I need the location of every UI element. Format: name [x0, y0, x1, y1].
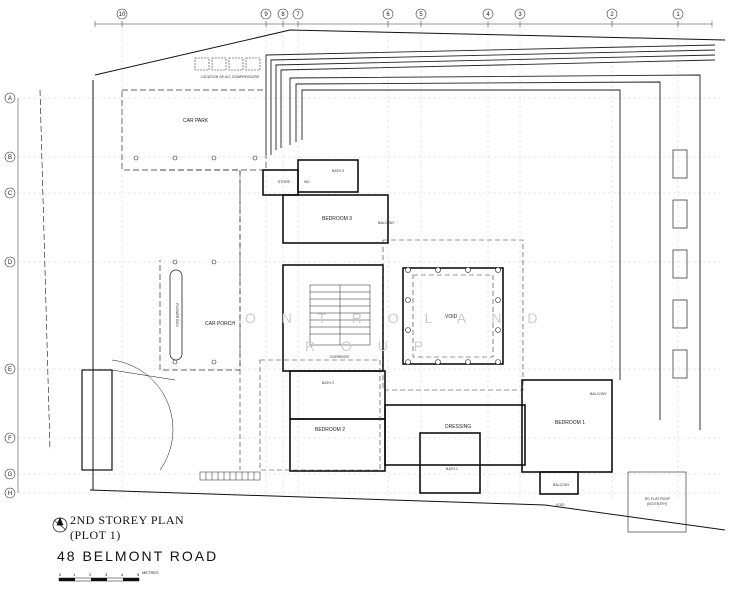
bedroom3-label: BEDROOM 3: [322, 216, 352, 222]
watermark-line2: R O U P: [305, 338, 435, 354]
grid-col-8: 8: [281, 12, 285, 18]
bath3-label: BATH 3: [332, 169, 344, 173]
grid-col-3: 3: [518, 12, 522, 18]
bath2-label: BATH 2: [322, 381, 334, 385]
grid-row-h: H: [8, 491, 12, 497]
entrance-tower: [81, 359, 176, 471]
grid-col-4: 4: [486, 12, 490, 18]
compass-icon: [52, 517, 68, 533]
flower-box-label: FLOWER BOX: [175, 303, 179, 327]
building-walls: [262, 159, 613, 495]
car-park-label: CAR PARK: [183, 118, 209, 124]
flower-box: [169, 269, 183, 361]
dressing-label: DRESSING: [445, 424, 471, 430]
bedroom1-label: BEDROOM 1: [555, 420, 585, 426]
balcony-bottom-label: BALCONY: [553, 483, 570, 487]
wc-label: WC: [304, 180, 310, 184]
address: 48 BELMONT ROAD: [57, 548, 219, 564]
row-grid-markers: [4, 92, 16, 499]
grid-row-b: B: [8, 155, 12, 161]
scale-tick-3: 3: [105, 572, 108, 577]
grid-col-1: 1: [676, 12, 680, 18]
grid-col-2: 2: [610, 12, 614, 18]
grid-row-a: A: [8, 96, 12, 102]
bedroom2-label: BEDROOM 2: [315, 427, 345, 433]
scale-tick-2: 2: [89, 572, 92, 577]
balcony-right-label: BALCONY: [590, 392, 607, 396]
void-columns: [405, 267, 501, 365]
roof-bays: [672, 149, 688, 379]
flat-roof-label: RC FLAT ROOF: [645, 497, 670, 501]
grid-lines: [18, 20, 720, 500]
ac-compressors: [194, 57, 261, 71]
store-label: STORE: [278, 180, 291, 184]
grid-col-6: 6: [386, 12, 390, 18]
grid-col-7: 7: [296, 12, 300, 18]
compressors-label: LOCATION OF A/C COMPRESSORS: [201, 75, 260, 79]
grid-col-5: 5: [419, 12, 423, 18]
plan-subtitle: (PLOT 1): [70, 528, 121, 542]
grid-row-e: E: [8, 367, 12, 373]
scale-bar: 0 1 2 3 4 5: [58, 572, 140, 582]
grid-col-9: 9: [264, 12, 268, 18]
car-park-columns: [133, 155, 258, 365]
flat-roof-block: [627, 471, 687, 533]
car-park-zone: [121, 89, 267, 371]
watermark-line1: O N T R O L A N D: [245, 310, 549, 326]
corridor-label: CORRIDOR: [330, 355, 350, 359]
void-small-label: VOID: [556, 503, 565, 507]
site-boundary: [39, 29, 726, 531]
scale-unit: METRES: [142, 570, 159, 575]
plan-title: 2ND STOREY PLAN: [70, 513, 185, 527]
void-label: VOID: [445, 314, 458, 320]
external-steps: [199, 471, 261, 481]
staircase: [309, 284, 371, 346]
grid-row-d: D: [8, 260, 13, 266]
bath1-label: BATH 1: [446, 467, 458, 471]
scale-tick-1: 1: [73, 572, 76, 577]
scale-tick-5: 5: [137, 572, 140, 577]
scale-tick-0: 0: [59, 572, 62, 577]
flat-roof-note: (NO ENTRY): [647, 502, 667, 506]
grid-row-g: G: [8, 472, 13, 478]
car-porch-label: CAR PORCH: [205, 321, 235, 327]
balcony-top-label: BALCONY: [378, 221, 395, 225]
grid-row-c: C: [8, 191, 13, 197]
grid-col-10: 10: [119, 12, 126, 18]
service-ducts: [265, 44, 716, 430]
grid-row-f: F: [8, 436, 12, 442]
scale-tick-4: 4: [121, 572, 124, 577]
column-grid-markers: [116, 8, 684, 20]
void-outline: [239, 170, 524, 471]
